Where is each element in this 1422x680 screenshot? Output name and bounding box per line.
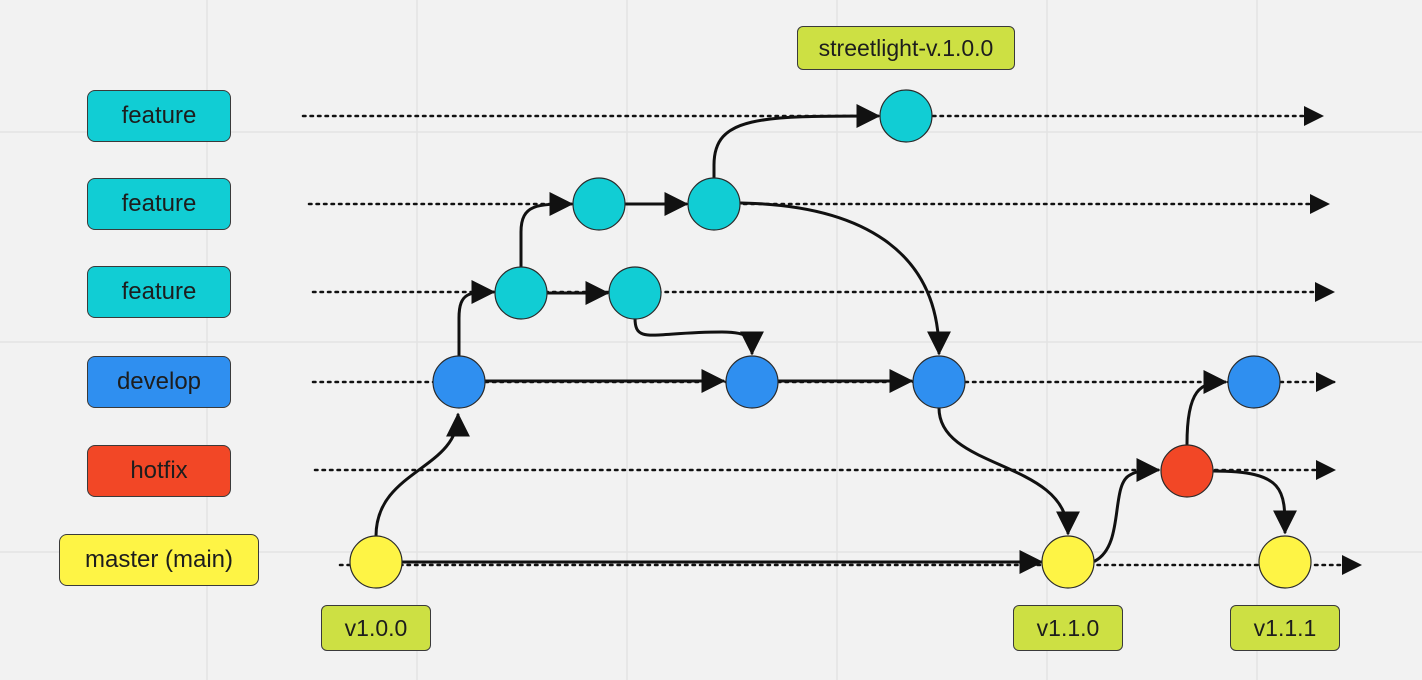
- branch-label-feature-2: feature: [87, 178, 231, 230]
- commit-feature-3b: [608, 266, 662, 320]
- arrow-feature-2b-to-develop: [739, 201, 951, 356]
- commit-develop-3: [912, 355, 966, 409]
- arrow-develop-to-feature-3: [457, 280, 496, 358]
- branch-label-develop: develop: [87, 356, 231, 408]
- tag-v100: v1.0.0: [321, 605, 431, 651]
- tag-v110: v1.1.0: [1013, 605, 1123, 651]
- arrow-feature-3b-to-develop: [633, 316, 764, 356]
- commit-master-v110: [1041, 535, 1095, 589]
- arrow-hotfix-to-develop: [1185, 370, 1228, 446]
- commit-master-v100: [349, 535, 403, 589]
- commit-develop-1: [432, 355, 486, 409]
- commit-master-v111: [1258, 535, 1312, 589]
- commit-hotfix: [1160, 444, 1214, 498]
- tag-streetlight: streetlight-v.1.0.0: [797, 26, 1015, 70]
- commit-feature-3a: [494, 266, 548, 320]
- arrow-feature-2b-to-feature-1: [712, 104, 881, 180]
- arrow-master-to-hotfix: [1093, 458, 1161, 563]
- commit-feature-2a: [572, 177, 626, 231]
- commit-feature-2b: [687, 177, 741, 231]
- branch-label-feature-3: feature: [87, 266, 231, 318]
- commit-develop-2: [725, 355, 779, 409]
- branch-label-feature-1: feature: [87, 90, 231, 142]
- commit-feature-1: [879, 89, 933, 143]
- arrow-develop-to-master: [937, 406, 1080, 536]
- arrow-feature-3-to-feature-2: [519, 192, 574, 269]
- branch-label-master: master (main): [59, 534, 259, 586]
- commit-develop-4: [1227, 355, 1281, 409]
- branch-label-hotfix: hotfix: [87, 445, 231, 497]
- tag-v111: v1.1.1: [1230, 605, 1340, 651]
- arrow-master-to-develop: [374, 412, 470, 538]
- arrow-hotfix-to-master: [1211, 469, 1297, 535]
